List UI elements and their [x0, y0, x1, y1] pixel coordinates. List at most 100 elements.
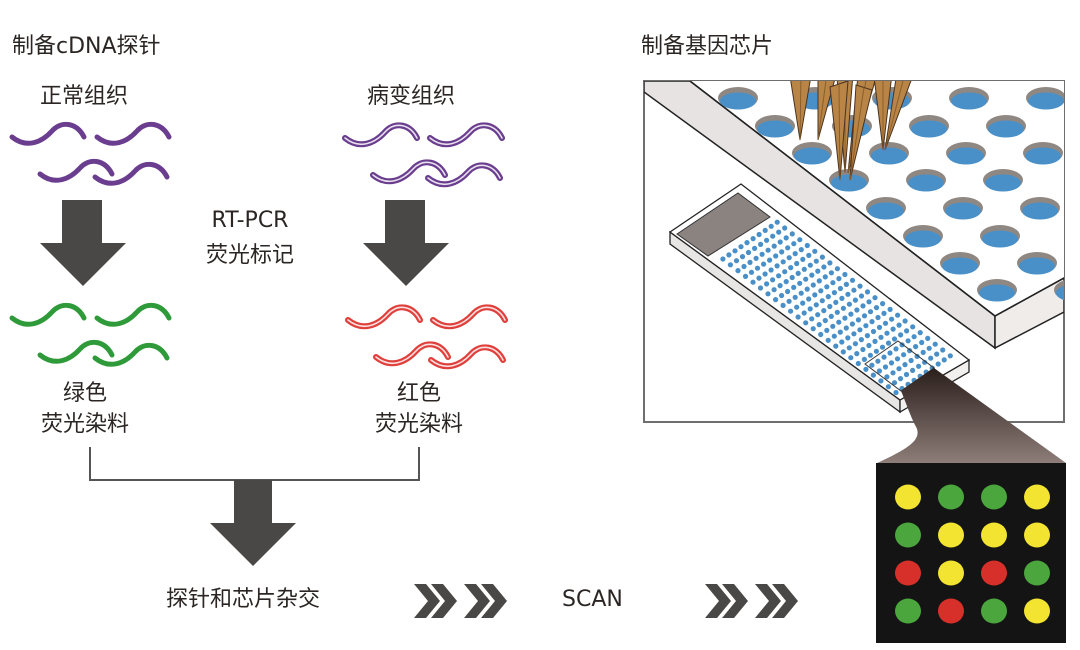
green-labeled-probes	[9, 302, 172, 367]
microarray-spot	[803, 276, 809, 282]
microarray-spot	[908, 357, 914, 364]
well	[794, 147, 830, 165]
microarray-spot	[852, 341, 859, 347]
result-spot-yellow	[938, 560, 964, 586]
microarray-spot	[837, 285, 844, 292]
microarray-spot	[863, 323, 869, 329]
microarray-spot	[881, 310, 887, 316]
microarray-spot	[762, 227, 768, 233]
microarray-spot	[848, 355, 854, 361]
microarray-spot	[849, 321, 856, 327]
microarray-spot	[739, 254, 746, 260]
microarray-spot	[905, 338, 911, 344]
cdna-strand	[94, 121, 172, 146]
microarray-spot	[916, 363, 922, 369]
microarray-spot	[788, 308, 794, 314]
microarray-spot	[824, 284, 830, 290]
microarray-spot	[810, 326, 816, 332]
result-spot-yellow	[1024, 484, 1050, 510]
microarray-spot	[812, 248, 818, 254]
well	[868, 202, 904, 220]
result-spot-green	[981, 484, 1007, 510]
microarray-spot	[898, 332, 904, 338]
microarray-spot	[903, 371, 910, 378]
slide-label-area	[676, 192, 771, 257]
microarray-spot	[756, 231, 762, 238]
chevron-icon	[705, 584, 731, 618]
chevron-icon	[414, 584, 440, 618]
chevron-right-icon	[414, 584, 507, 618]
well	[1028, 92, 1064, 110]
microarray-spot	[824, 327, 830, 333]
microarray-spot	[801, 266, 807, 272]
microarray-spot	[934, 351, 940, 357]
microarray-spot	[848, 311, 854, 317]
microarray-spot	[788, 265, 794, 271]
microarray-spot	[932, 341, 938, 347]
microarray-spot	[822, 274, 828, 280]
cdna-strand-highlight	[375, 343, 449, 365]
microarray-spot	[901, 352, 907, 358]
microarray-spot	[913, 344, 919, 350]
microarray-spot	[876, 324, 883, 330]
cdna-strand	[370, 159, 448, 185]
microarray-spot	[890, 370, 896, 376]
microarray-spot	[750, 279, 756, 285]
microarray-spot	[941, 357, 947, 363]
microarray-spot	[887, 306, 893, 312]
rt-pcr-label: RT-PCR	[211, 208, 289, 233]
microarray-spot	[768, 267, 774, 273]
microarray-spot	[910, 324, 916, 330]
microarray-spot	[744, 240, 750, 246]
microarray-spot	[792, 294, 798, 300]
microarray-spot	[774, 219, 780, 225]
microarray-spot	[758, 241, 764, 247]
microarray-spot	[741, 263, 747, 270]
microarray-spot	[774, 263, 780, 269]
microarray-spot	[861, 313, 868, 319]
microarray-spot	[887, 350, 893, 356]
microarray-spot	[765, 291, 771, 297]
microarray-spot	[777, 283, 783, 289]
microarray-spot	[839, 295, 845, 301]
pipette-tips	[790, 81, 912, 181]
microarray-spot	[773, 253, 779, 259]
well	[1022, 202, 1058, 220]
microarray-spot	[854, 351, 860, 357]
microarray-spot	[893, 389, 899, 396]
cdna-strand-highlight	[432, 306, 506, 328]
gene-chip-title: 制备基因芯片	[641, 34, 774, 59]
microarray-spot	[733, 258, 740, 264]
microarray-spot	[851, 331, 857, 337]
chevron-right-icon	[705, 584, 798, 618]
microarray-spot	[880, 301, 886, 307]
microarray-spot	[889, 316, 895, 322]
microarray-spot	[735, 268, 741, 274]
microarray-spot	[873, 305, 880, 311]
microarray-spot	[782, 269, 788, 275]
result-spot-yellow	[895, 484, 921, 510]
microarray-spot	[893, 346, 899, 352]
chevron-icon	[722, 584, 748, 618]
microarray-spot	[810, 282, 816, 288]
microarray-spot	[786, 298, 792, 304]
microarray-spot	[834, 309, 840, 315]
microarray-spot	[732, 248, 738, 254]
pipette-tip	[817, 81, 835, 141]
red-dye-label-line2: 荧光染料	[374, 412, 463, 437]
microarray-spot	[750, 236, 756, 242]
chevron-icon	[431, 584, 457, 618]
microarray-spot	[854, 307, 860, 313]
cdna-strand	[427, 122, 505, 148]
microarray-spot	[873, 348, 880, 354]
microarray-spot	[834, 266, 841, 272]
microarray-spot	[798, 247, 804, 253]
cdna-strand	[94, 302, 172, 327]
microarray-spot	[777, 239, 783, 245]
microarray-spot	[821, 308, 827, 314]
microarray-spot	[845, 291, 851, 297]
down-arrow-icon	[363, 200, 449, 286]
diseased-tissue-cdna-strands	[342, 122, 505, 188]
cdna-strand	[373, 341, 451, 367]
cdna-strand	[345, 304, 423, 330]
